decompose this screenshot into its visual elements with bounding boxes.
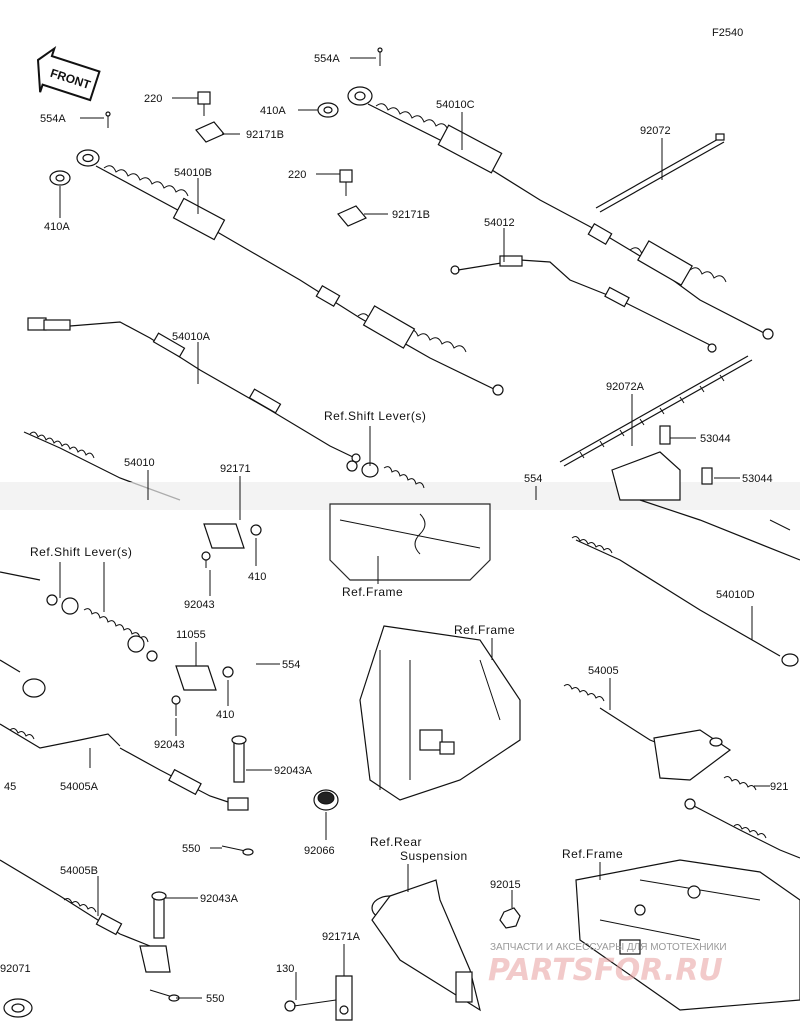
figure-code: F2540 — [712, 27, 743, 39]
front-arrow-icon: FRONT — [36, 45, 101, 102]
label-92015: 92015 — [490, 879, 521, 891]
ref-rear-suspension-line2: Suspension — [400, 849, 468, 863]
frame-center — [359, 625, 521, 801]
label-54012: 54012 — [484, 217, 515, 229]
cable-54005B — [0, 859, 171, 973]
nut-92015 — [499, 907, 521, 929]
ref-frame-c: Ref.Frame — [562, 847, 623, 861]
washer-410A-left — [49, 170, 71, 186]
label-54005B: 54005B — [60, 865, 98, 877]
label-53044-a: 53044 — [700, 433, 731, 445]
label-554-b: 554 — [282, 659, 300, 671]
cotter-pin-554A-left — [105, 111, 111, 128]
label-554A-left: 554A — [40, 113, 66, 125]
bracket-92171A — [335, 975, 353, 1021]
pin-92043A-a — [231, 735, 247, 783]
grommet-92071 — [3, 998, 33, 1018]
cable-tie-92072A — [559, 355, 753, 467]
rear-suspension-bracket — [371, 879, 481, 1012]
label-550-b: 550 — [206, 993, 224, 1005]
label-92071: 92071 — [0, 963, 31, 975]
label-554-a: 554 — [524, 473, 542, 485]
watermark-brand: PARTSFOR.RU — [488, 953, 723, 988]
cable-tie-92072 — [595, 133, 725, 213]
label-92171: 92171 — [220, 463, 251, 475]
label-92171A: 92171A — [322, 931, 361, 943]
cotter-550-a — [221, 845, 254, 856]
part-labels: 554A 220 410A 54010C 92072 554A 92171B 5… — [0, 53, 788, 1005]
cable-54010A — [27, 317, 361, 463]
label-550-a: 550 — [182, 843, 200, 855]
frame-lower-right — [575, 859, 800, 1011]
label-92066: 92066 — [304, 845, 335, 857]
bracket-92171B-b — [337, 205, 367, 227]
plate-11055 — [171, 665, 234, 716]
label-54010B: 54010B — [174, 167, 212, 179]
cable-right-top — [639, 499, 800, 561]
frame-corner-53044 — [611, 425, 713, 501]
ref-rear-suspension-line1: Ref.Rear — [370, 835, 422, 849]
cable-end-left-1 — [0, 659, 46, 698]
label-92171B-a: 92171B — [246, 129, 284, 141]
watermark: ЗАПЧАСТИ И АКСЕССУАРЫ ДЛЯ МОТОТЕХНИКИ PA… — [488, 942, 727, 988]
label-54010D: 54010D — [716, 589, 755, 601]
label-54010A: 54010A — [172, 331, 211, 343]
label-54005A: 54005A — [60, 781, 99, 793]
shift-lever-assembly-top — [329, 460, 491, 581]
cap-92066 — [313, 789, 339, 811]
reference-labels: Ref.Shift Lever(s) Ref.Shift Lever(s) Re… — [30, 409, 623, 863]
washer-410A-top — [317, 102, 339, 118]
label-410A-b: 410A — [44, 221, 70, 233]
label-130: 130 — [276, 963, 294, 975]
label-92072A: 92072A — [606, 381, 645, 393]
label-54010: 54010 — [124, 457, 155, 469]
cable-54005 — [563, 684, 732, 781]
cable-54010B — [76, 149, 504, 396]
label-410A-a: 410A — [260, 105, 286, 117]
label-410-a: 410 — [248, 571, 266, 583]
watermark-caption: ЗАПЧАСТИ И АКСЕССУАРЫ ДЛЯ МОТОТЕХНИКИ — [490, 942, 727, 953]
label-92043A-b: 92043A — [200, 893, 239, 905]
ref-shift-lever-left: Ref.Shift Lever(s) — [30, 545, 132, 559]
label-410-b: 410 — [216, 709, 234, 721]
bolt-130 — [284, 999, 337, 1012]
label-220-a: 220 — [144, 93, 162, 105]
cable-54010C — [347, 86, 774, 340]
label-92043-b: 92043 — [154, 739, 185, 751]
label-921: 921 — [770, 781, 788, 793]
cable-54010D — [571, 536, 799, 667]
plate-92171 — [201, 523, 262, 568]
bracket-92171B-a — [195, 121, 225, 143]
label-220-b: 220 — [288, 169, 306, 181]
cable-right-lower — [684, 798, 800, 859]
ref-frame-b: Ref.Frame — [454, 623, 515, 637]
cotter-550-b — [149, 989, 180, 1002]
cable-54012 — [450, 255, 717, 353]
bolt-220-a — [197, 91, 211, 116]
spring-921 — [723, 776, 757, 791]
label-45: 45 — [4, 781, 16, 793]
label-92043-a: 92043 — [184, 599, 215, 611]
bolt-220-b — [339, 169, 353, 196]
ref-shift-lever-top: Ref.Shift Lever(s) — [324, 409, 426, 423]
cable-54005A — [0, 723, 249, 811]
cotter-pin-554A-top — [377, 47, 383, 66]
label-54005: 54005 — [588, 665, 619, 677]
label-92043A-a: 92043A — [274, 765, 313, 777]
ref-frame-a: Ref.Frame — [342, 585, 403, 599]
label-53044-b: 53044 — [742, 473, 773, 485]
label-92171B-b: 92171B — [392, 209, 430, 221]
label-554A-top: 554A — [314, 53, 340, 65]
label-92072: 92072 — [640, 125, 671, 137]
leader-lines — [59, 57, 770, 1000]
label-54010C: 54010C — [436, 99, 475, 111]
shift-lever-assembly-left — [0, 571, 158, 662]
pin-92043A-b — [151, 891, 167, 939]
label-11055: 11055 — [176, 629, 206, 641]
